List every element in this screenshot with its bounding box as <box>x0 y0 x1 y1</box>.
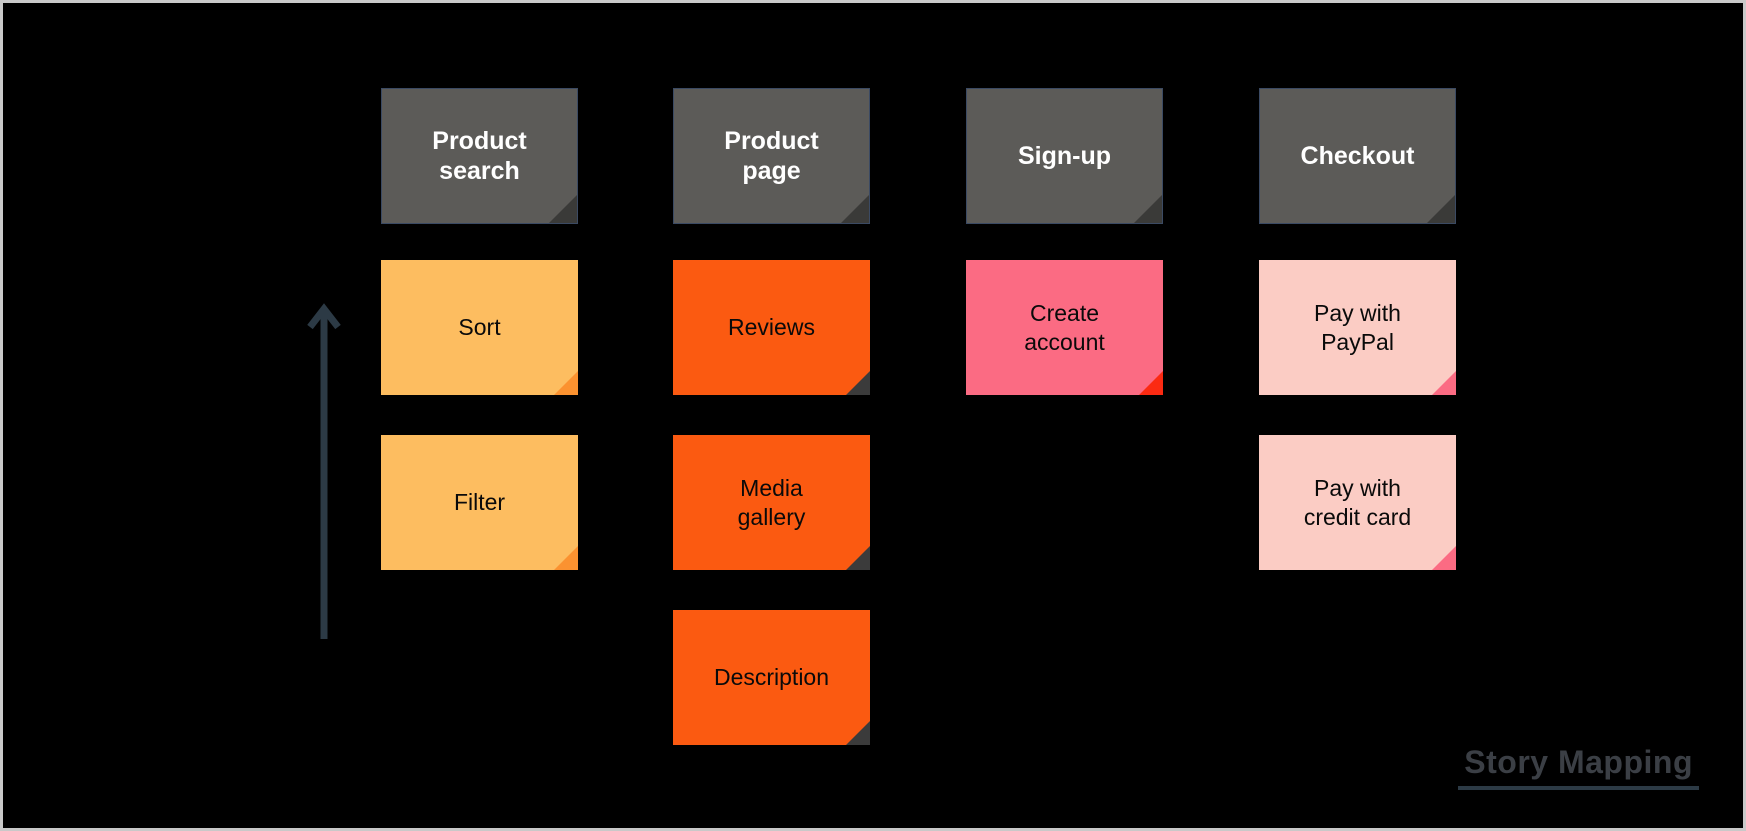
story-card-reviews[interactable]: Reviews <box>673 260 870 395</box>
activity-card-checkout[interactable]: Checkout <box>1259 88 1456 224</box>
story-card-pay-with-credit-card[interactable]: Pay with credit card <box>1259 435 1456 570</box>
story-card-label: Description <box>713 664 830 691</box>
activity-card-product-page[interactable]: Product page <box>673 88 870 224</box>
activity-card-sign-up[interactable]: Sign-up <box>966 88 1163 224</box>
folded-corner-icon <box>1139 371 1163 395</box>
folded-corner-icon <box>846 371 870 395</box>
story-card-pay-with-paypal[interactable]: Pay with PayPal <box>1259 260 1456 395</box>
story-card-label: Pay with PayPal <box>1314 300 1401 355</box>
folded-corner-icon <box>1432 371 1456 395</box>
story-card-filter[interactable]: Filter <box>381 435 578 570</box>
folded-corner-icon <box>841 195 869 223</box>
story-card-label: Create account <box>1024 300 1105 355</box>
story-card-label: Reviews <box>728 314 815 341</box>
folded-corner-icon <box>554 371 578 395</box>
story-card-sort[interactable]: Sort <box>381 260 578 395</box>
story-card-label: Sort <box>458 314 501 341</box>
board-title-caption: Story Mapping <box>1458 744 1699 790</box>
folded-corner-icon <box>554 546 578 570</box>
story-card-label: Filter <box>453 489 506 516</box>
story-card-label: Media gallery <box>737 475 806 530</box>
folded-corner-icon <box>1427 195 1455 223</box>
folded-corner-icon <box>1134 195 1162 223</box>
folded-corner-icon <box>846 546 870 570</box>
activity-card-label: Product search <box>432 126 527 186</box>
story-card-media-gallery[interactable]: Media gallery <box>673 435 870 570</box>
story-card-create-account[interactable]: Create account <box>966 260 1163 395</box>
story-card-description[interactable]: Description <box>673 610 870 745</box>
priority-arrow-icon <box>307 303 341 639</box>
folded-corner-icon <box>846 721 870 745</box>
activity-card-product-search[interactable]: Product search <box>381 88 578 224</box>
story-card-label: Pay with credit card <box>1303 475 1412 530</box>
activity-card-label: Sign-up <box>1017 141 1112 170</box>
activity-card-label: Checkout <box>1300 141 1415 170</box>
folded-corner-icon <box>549 195 577 223</box>
activity-card-label: Product page <box>724 126 819 186</box>
folded-corner-icon <box>1432 546 1456 570</box>
